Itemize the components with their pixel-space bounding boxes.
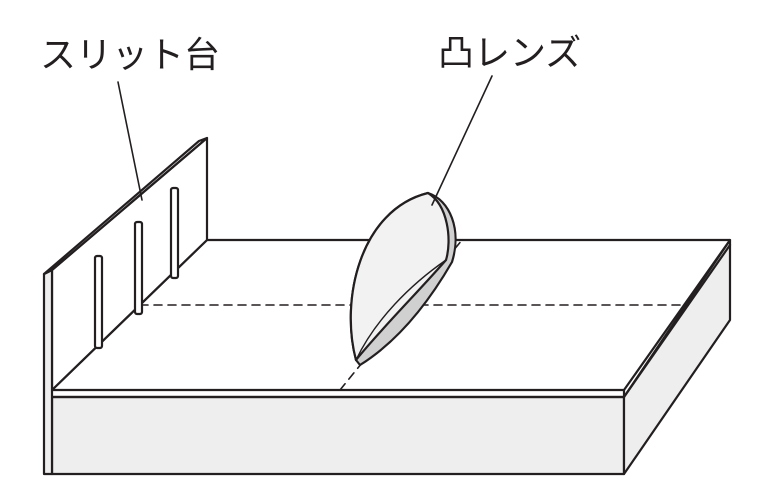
box-top-side-ridge [622, 243, 732, 399]
slit-stand-label: スリット台 [40, 35, 221, 76]
convex-lens-rim-line [355, 259, 447, 361]
slit-2 [133, 220, 144, 316]
box-front-face [50, 395, 626, 476]
slit-1 [93, 254, 104, 350]
convex-lens-front [349, 191, 450, 362]
slit-3 [169, 186, 180, 280]
slit-stand-top-edge [42, 136, 209, 276]
convex-lens-label: 凸レンズ [438, 33, 582, 74]
slit-stand-leader [117, 81, 143, 201]
box-right-face [622, 238, 732, 476]
convex-lens-leader [431, 75, 493, 206]
slit-stand-edge [42, 268, 54, 476]
